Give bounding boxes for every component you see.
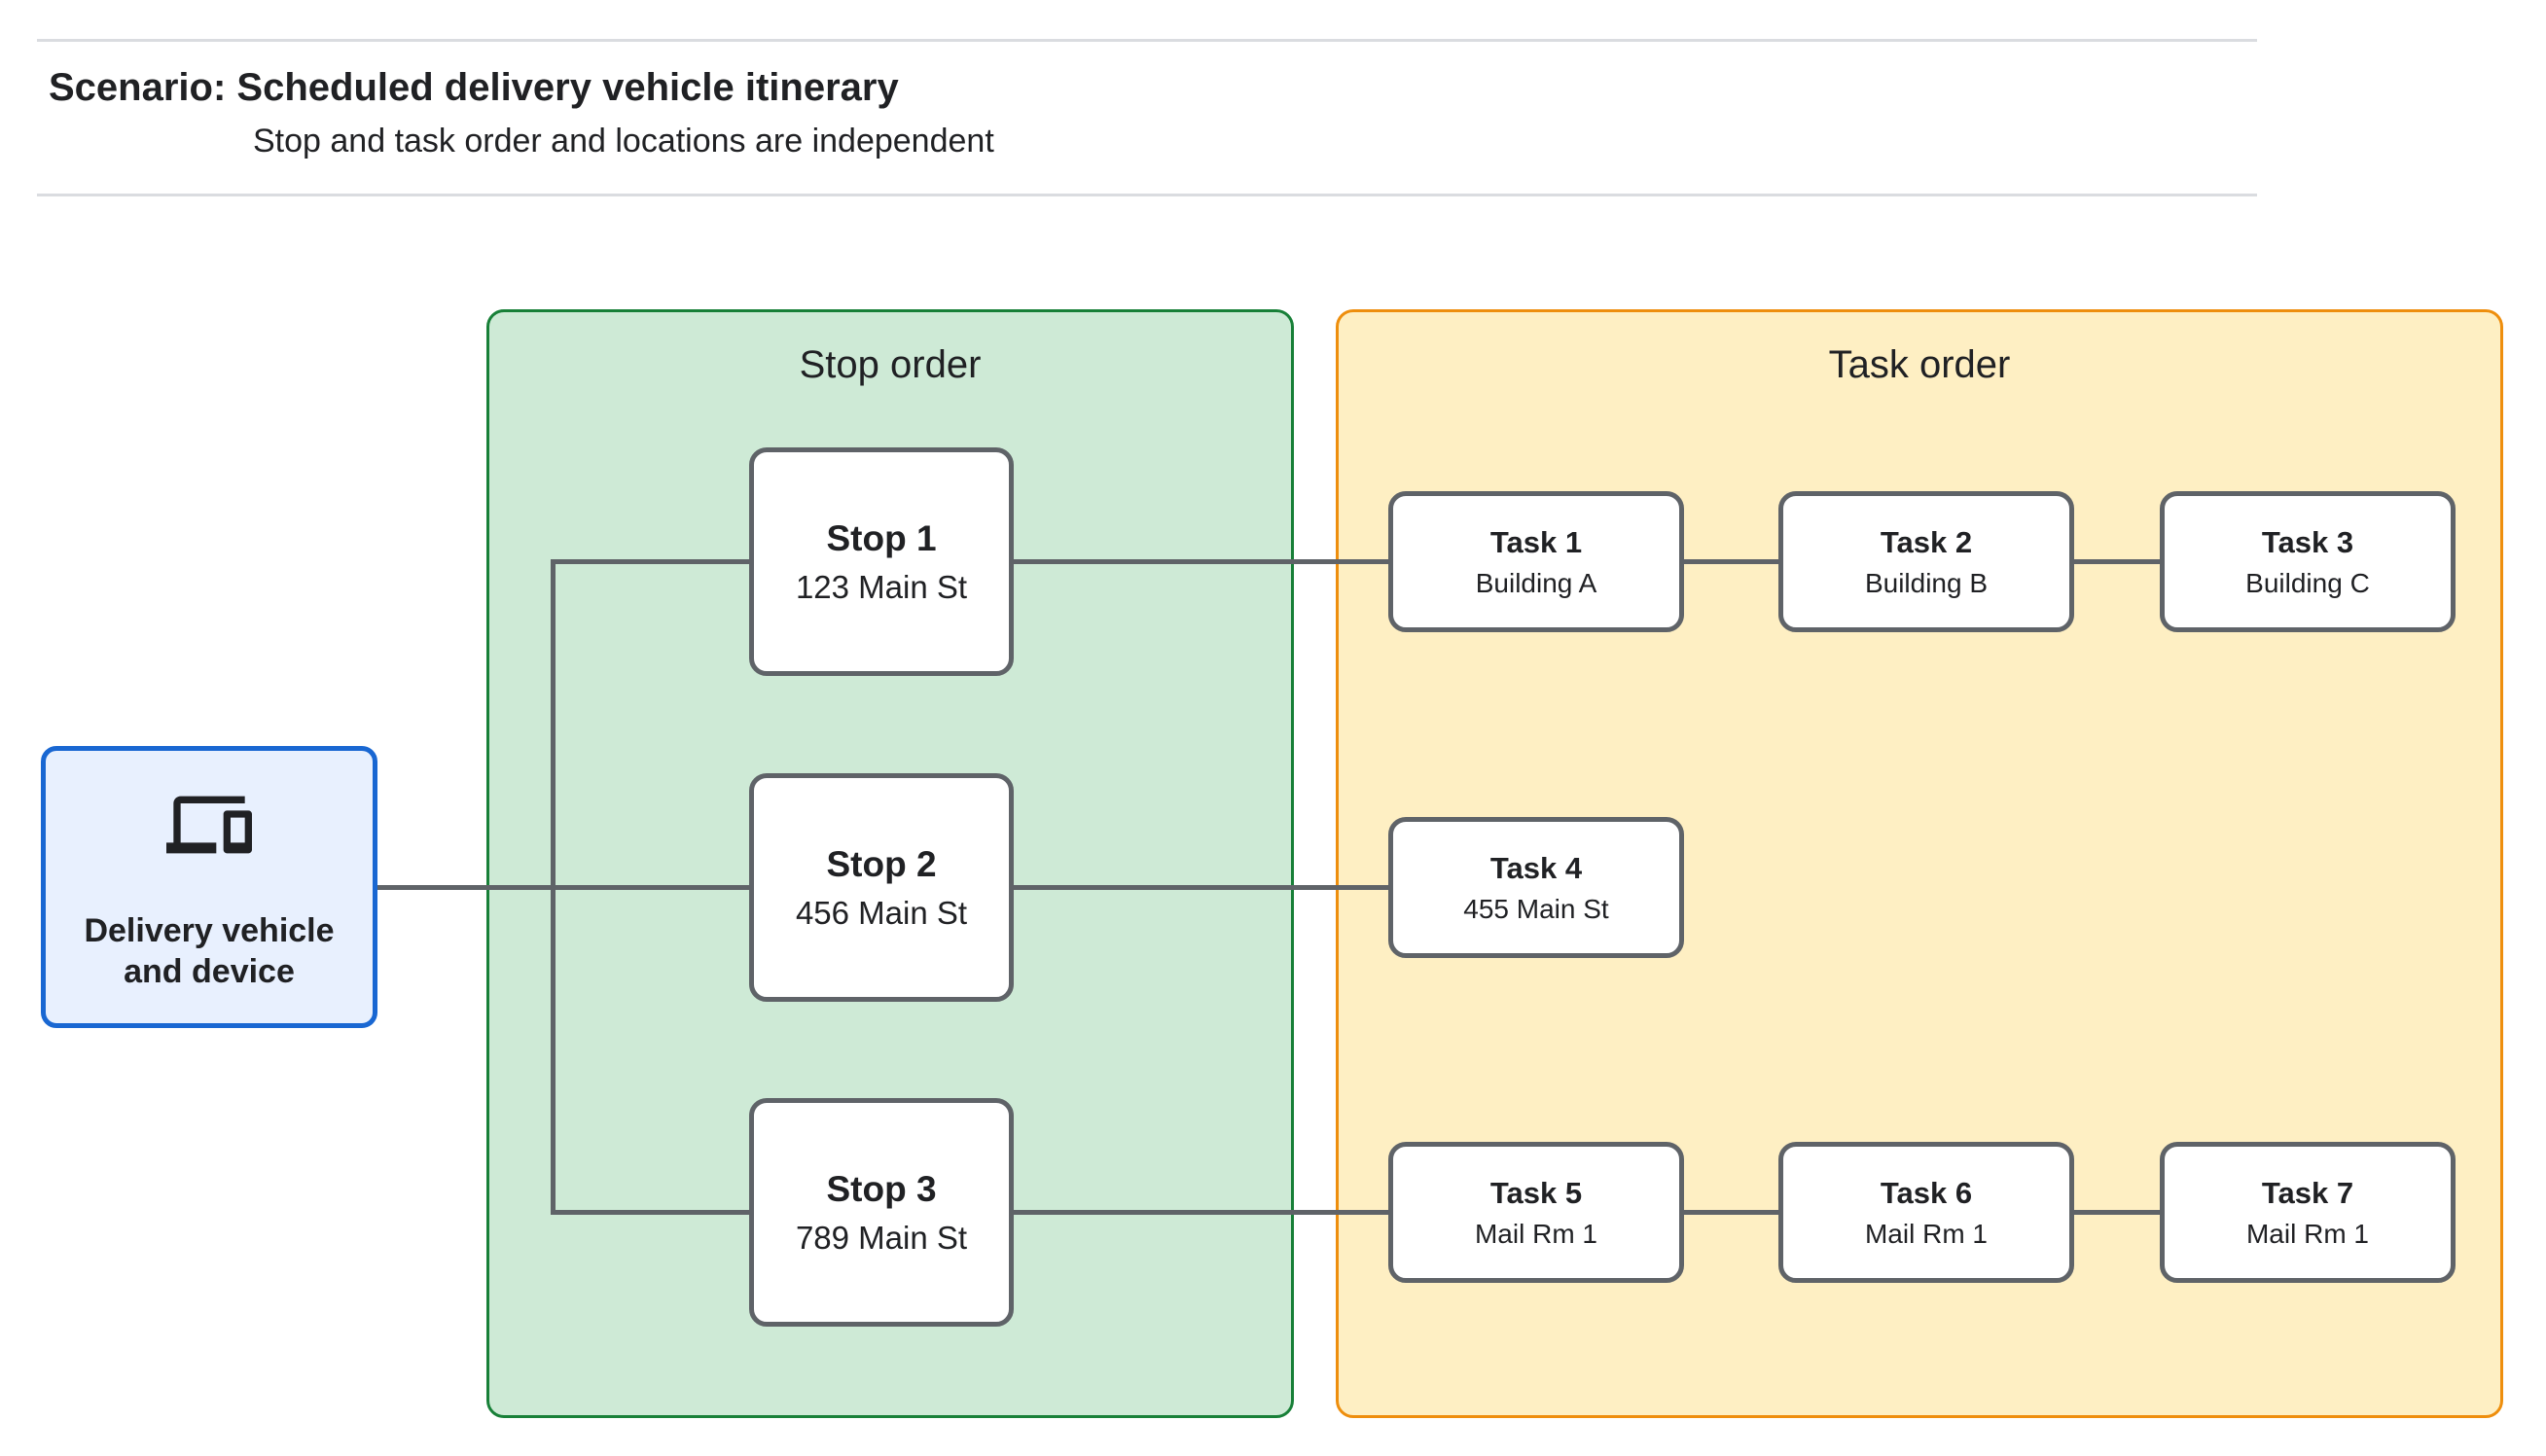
stop-order-panel-title: Stop order [799,343,982,386]
connector-stop3-task5 [1014,1210,1388,1215]
stop-3-node: Stop 3 789 Main St [749,1098,1014,1327]
task-1-location: Building A [1475,567,1597,598]
task-3-node: Task 3 Building C [2160,491,2456,632]
scenario-title: Scenario: Scheduled delivery vehicle iti… [49,66,899,109]
task-5-node: Task 5 Mail Rm 1 [1388,1142,1684,1283]
connector-trunk-stop3 [551,1210,749,1215]
task-2-node: Task 2 Building B [1778,491,2074,632]
stop-1-title: Stop 1 [826,517,937,558]
task-4-title: Task 4 [1489,850,1583,885]
task-7-node: Task 7 Mail Rm 1 [2160,1142,2456,1283]
task-7-title: Task 7 [2261,1175,2354,1210]
delivery-vehicle-label: Delivery vehicle and device [84,911,335,991]
connector-task2-task3 [2073,559,2160,564]
task-3-title: Task 3 [2261,524,2354,559]
task-7-location: Mail Rm 1 [2245,1218,2369,1249]
stop-3-title: Stop 3 [826,1168,937,1209]
task-order-panel-title: Task order [1828,343,2011,386]
task-1-title: Task 1 [1489,524,1583,559]
task-3-location: Building C [2245,567,2370,598]
connector-task1-task2 [1684,559,1778,564]
stop-2-title: Stop 2 [826,843,937,884]
devices-icon [166,796,252,853]
task-1-node: Task 1 Building A [1388,491,1684,632]
divider-top [37,39,2257,42]
stop-3-address: 789 Main St [795,1219,968,1256]
task-5-location: Mail Rm 1 [1474,1218,1597,1249]
task-6-node: Task 6 Mail Rm 1 [1778,1142,2074,1283]
stop-2-node: Stop 2 456 Main St [749,773,1014,1002]
task-2-location: Building B [1864,567,1989,598]
connector-trunk-vertical [551,559,556,1215]
task-5-title: Task 5 [1489,1175,1583,1210]
connector-trunk-stop1 [551,559,749,564]
task-4-node: Task 4 455 Main St [1388,817,1684,958]
stop-1-address: 123 Main St [795,568,968,605]
connector-task6-task7 [2073,1210,2160,1215]
scenario-subtitle: Stop and task order and locations are in… [253,123,994,160]
task-6-title: Task 6 [1880,1175,1973,1210]
delivery-vehicle-node: Delivery vehicle and device [41,746,377,1028]
connector-stop1-task1 [1014,559,1388,564]
task-6-location: Mail Rm 1 [1864,1218,1988,1249]
stop-1-node: Stop 1 123 Main St [749,447,1014,676]
divider-bottom [37,194,2257,196]
connector-vehicle-stop2 [376,885,749,890]
stop-2-address: 456 Main St [795,894,968,931]
task-4-location: 455 Main St [1463,893,1609,924]
task-2-title: Task 2 [1880,524,1973,559]
connector-stop2-task4 [1014,885,1388,890]
connector-task5-task6 [1684,1210,1778,1215]
